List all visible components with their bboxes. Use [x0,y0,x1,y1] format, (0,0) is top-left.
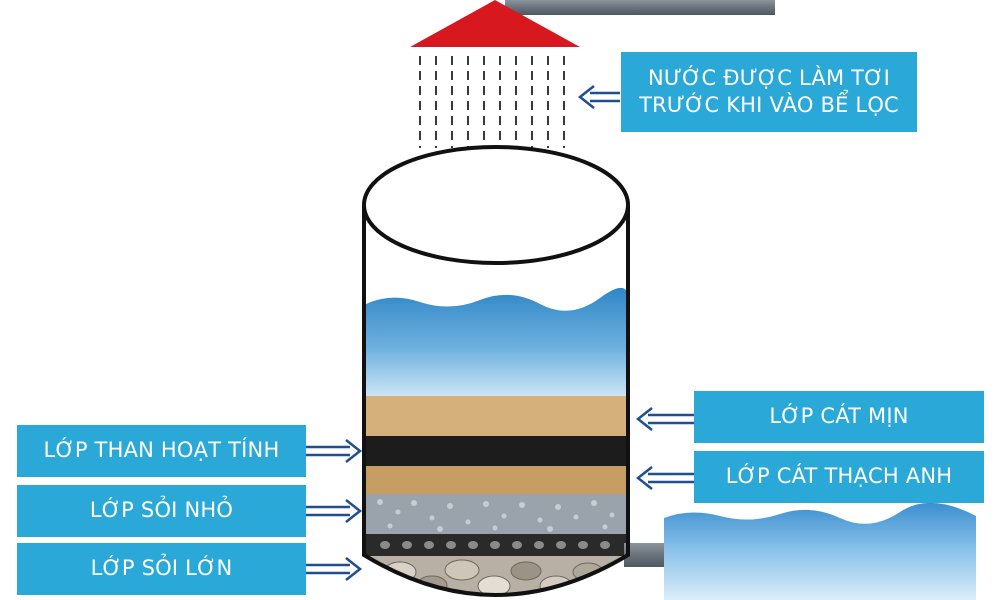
activated-carbon-layer [364,436,628,466]
arrow-large-gravel [306,557,363,581]
arrow-fine-sand [635,407,694,431]
label-large-gravel: LỚP SỎI LỚN [17,543,306,595]
drainage-holes [380,541,610,549]
small-gravel-texture [377,499,615,532]
fine-sand-layer [364,396,628,436]
arrow-quartz-sand [635,466,694,490]
tank-water [364,288,628,398]
water-drops [419,56,565,148]
quartz-sand-layer [364,466,628,494]
arrow-activated-carbon [306,439,363,463]
inlet-pipe [505,0,775,15]
tank-body [362,205,630,597]
treated-water-pool [664,502,976,600]
tank-top-opening [362,145,630,265]
arrow-small-gravel [306,499,363,523]
label-activated-carbon: LỚP THAN HOẠT TÍNH [17,425,306,477]
label-aerated-water: NƯỚC ĐƯỢC LÀM TƠI TRƯỚC KHI VÀO BỂ LỌC [621,52,917,132]
arrow-aerated [577,85,620,109]
label-aerated-water-line2: TRƯỚC KHI VÀO BỂ LỌC [639,93,899,117]
label-aerated-water-line1: NƯỚC ĐƯỢC LÀM TƠI [648,65,890,90]
outlet-pipe [624,543,664,567]
shower-head [410,0,580,47]
label-fine-sand: LỚP CÁT MỊN [694,391,984,443]
label-small-gravel: LỚP SỎI NHỎ [17,485,306,537]
label-quartz-sand: LỚP CÁT THẠCH ANH [694,451,984,503]
